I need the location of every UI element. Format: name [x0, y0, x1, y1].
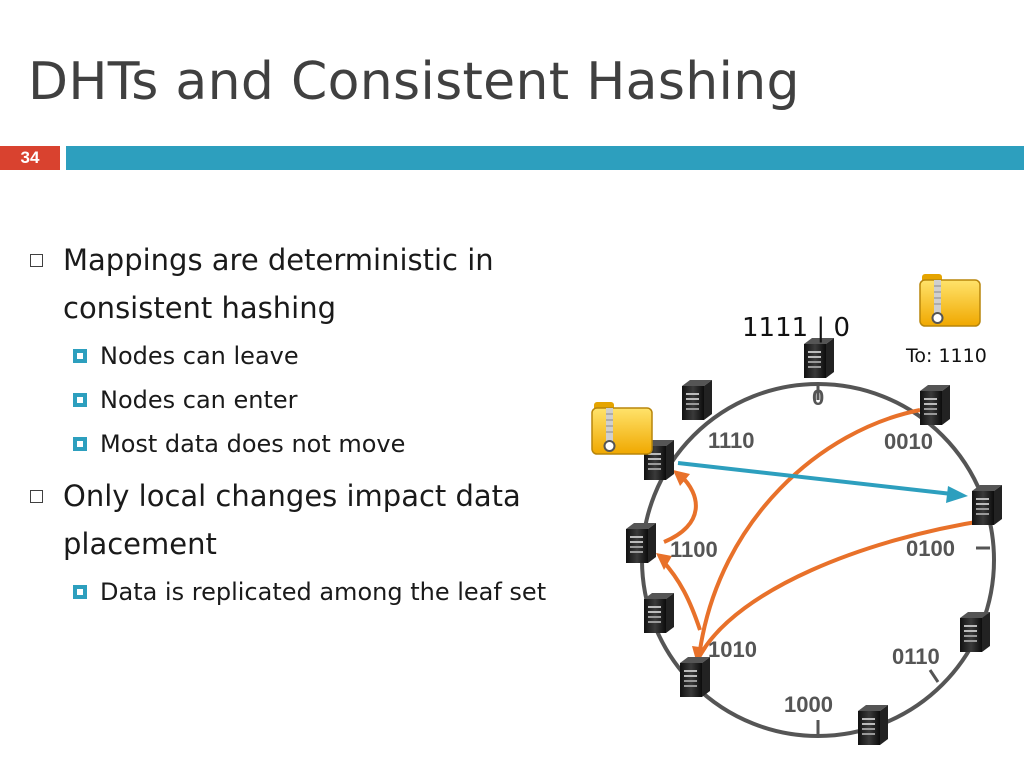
- node-label-1110: 1110: [708, 428, 755, 453]
- filled-square-bullet-icon: [73, 437, 87, 451]
- server-icon: [644, 593, 674, 633]
- server-icon: [960, 612, 990, 652]
- sub-bullet-text: Most data does not move: [100, 430, 406, 458]
- sub-bullet-list: Nodes can leave Nodes can enter Most dat…: [63, 334, 566, 466]
- sub-bullet-item: Nodes can enter: [63, 378, 566, 422]
- orange-arrows: [660, 408, 989, 654]
- replication-arrow: [700, 518, 989, 654]
- bullet-text: Mappings are deterministic in consistent…: [63, 243, 494, 325]
- node-label-0: 0: [812, 385, 824, 410]
- ring-top-label: 1111 | 0: [742, 313, 850, 343]
- bullet-item: Only local changes impact data placement…: [26, 472, 566, 614]
- server-icon: [972, 485, 1002, 525]
- node-label-0110: 0110: [892, 644, 940, 669]
- filled-square-bullet-icon: [73, 349, 87, 363]
- slide-number: 34: [0, 146, 60, 170]
- sub-bullet-item: Data is replicated among the leaf set: [63, 570, 566, 614]
- square-bullet-icon: [30, 254, 43, 267]
- replication-arrow: [660, 558, 702, 631]
- ring-tick: [928, 669, 940, 683]
- server-icon: [920, 385, 950, 425]
- filled-square-bullet-icon: [73, 393, 87, 407]
- lookup-arrowhead: [946, 486, 968, 503]
- server-icon: [682, 380, 712, 420]
- square-bullet-icon: [30, 490, 43, 503]
- header-bar: [66, 146, 1024, 170]
- replication-arrow: [698, 408, 921, 651]
- sub-bullet-list: Data is replicated among the leaf set: [63, 570, 566, 614]
- sub-bullet-text: Nodes can leave: [100, 342, 299, 370]
- slide-title: DHTs and Consistent Hashing: [28, 52, 800, 112]
- sub-bullet-item: Nodes can leave: [63, 334, 566, 378]
- zip-folder-icon: [591, 401, 653, 455]
- zip-folder-icon: [919, 273, 981, 327]
- filled-square-bullet-icon: [73, 585, 87, 599]
- server-icon: [626, 523, 656, 563]
- lookup-arrow: [677, 461, 953, 496]
- sub-bullet-item: Most data does not move: [63, 422, 566, 466]
- node-label-0010: 0010: [884, 429, 933, 454]
- sub-bullet-text: Data is replicated among the leaf set: [100, 578, 547, 606]
- node-label-1000: 1000: [784, 692, 833, 717]
- node-label-1010: 1010: [708, 637, 757, 662]
- server-icon: [680, 657, 710, 697]
- bullet-list: Mappings are deterministic in consistent…: [26, 236, 566, 620]
- file-destination-label: To: 1110: [905, 345, 987, 367]
- node-label-1100: 1100: [670, 537, 718, 562]
- sub-bullet-text: Nodes can enter: [100, 386, 298, 414]
- bullet-text: Only local changes impact data placement: [63, 479, 521, 561]
- server-icon: [858, 705, 888, 745]
- orange-arrowheads: [656, 470, 707, 664]
- bullet-item: Mappings are deterministic in consistent…: [26, 236, 566, 466]
- server-icon: [804, 338, 834, 378]
- replication-arrow: [663, 473, 698, 544]
- node-label-0100: 0100: [906, 536, 955, 561]
